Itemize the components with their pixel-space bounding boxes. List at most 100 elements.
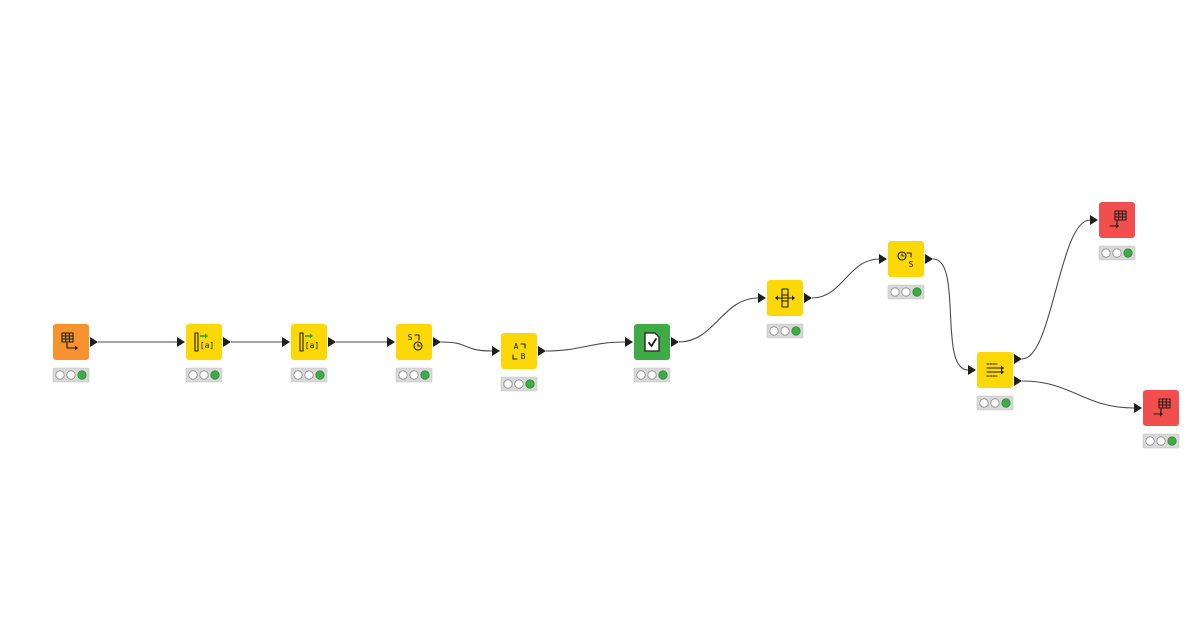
input-port[interactable] <box>387 337 395 347</box>
icon-label: A <box>514 342 519 351</box>
node-n2-manipulator[interactable]: [a] <box>177 324 231 383</box>
datetime-to-string-icon: S <box>897 251 914 269</box>
input-port[interactable] <box>1090 215 1098 225</box>
node-body[interactable] <box>888 241 924 277</box>
status-traffic-light <box>395 367 433 383</box>
output-port[interactable] <box>328 337 336 347</box>
node-body[interactable] <box>977 352 1013 388</box>
status-red-light <box>1101 248 1111 258</box>
status-green-light <box>658 370 668 380</box>
output-port[interactable] <box>804 293 812 303</box>
status-yellow-light <box>1112 248 1122 258</box>
row-splitter-icon <box>986 363 1004 377</box>
input-port[interactable] <box>625 337 633 347</box>
status-green-light <box>912 287 922 297</box>
status-red-light <box>503 379 513 389</box>
status-yellow-light <box>990 398 1000 408</box>
icon-label: S <box>909 260 914 269</box>
status-traffic-light <box>290 367 328 383</box>
status-yellow-light <box>304 370 314 380</box>
status-red-light <box>890 287 900 297</box>
status-red-light <box>769 326 779 336</box>
status-yellow-light <box>1156 436 1166 446</box>
node-n4-manipulator[interactable]: S <box>387 324 441 383</box>
output-port[interactable] <box>90 337 98 347</box>
status-yellow-light <box>901 287 911 297</box>
table-writer-icon <box>1109 210 1127 229</box>
status-traffic-light <box>766 323 804 339</box>
status-green-light <box>420 370 430 380</box>
column-resorter-icon <box>775 288 795 308</box>
status-yellow-light <box>780 326 790 336</box>
node-n6-learner[interactable] <box>625 324 679 383</box>
string-to-datetime-icon: S <box>408 333 423 351</box>
status-green-light <box>791 326 801 336</box>
status-red-light <box>1145 436 1155 446</box>
node-n3-manipulator[interactable]: [a] <box>282 324 336 383</box>
status-red-light <box>188 370 198 380</box>
node-n9-manipulator[interactable] <box>968 352 1022 411</box>
status-yellow-light <box>199 370 209 380</box>
node-n1-source[interactable] <box>52 324 98 383</box>
string-replacer-icon: AB <box>512 342 526 361</box>
output-port[interactable] <box>925 254 933 264</box>
input-port[interactable] <box>282 337 290 347</box>
status-yellow-light <box>514 379 524 389</box>
status-yellow-light <box>66 370 76 380</box>
status-traffic-light <box>976 395 1014 411</box>
status-traffic-light <box>1098 245 1136 261</box>
output-port[interactable] <box>671 337 679 347</box>
node-body[interactable] <box>501 333 537 369</box>
node-n11-sink[interactable] <box>1134 390 1180 449</box>
status-red-light <box>636 370 646 380</box>
status-yellow-light <box>409 370 419 380</box>
column-expression-icon: [a] <box>194 332 214 352</box>
output-port[interactable] <box>1014 376 1022 386</box>
icon-label: [a] <box>200 341 214 350</box>
connection-n5-n6[interactable] <box>545 341 626 352</box>
input-port[interactable] <box>1134 403 1142 413</box>
status-green-light <box>1123 248 1133 258</box>
connection-n6-n7[interactable] <box>678 297 759 343</box>
input-port[interactable] <box>177 337 185 347</box>
icon-label: [a] <box>305 341 319 350</box>
input-port[interactable] <box>879 254 887 264</box>
status-green-light <box>315 370 325 380</box>
output-port[interactable] <box>538 346 546 356</box>
status-traffic-light <box>500 376 538 392</box>
status-red-light <box>293 370 303 380</box>
output-port[interactable] <box>223 337 231 347</box>
connection-n7-n8[interactable] <box>811 258 880 299</box>
nodes-layer: [a] [a] S AB S <box>52 202 1180 449</box>
connection-n4-n5[interactable] <box>440 341 493 352</box>
input-port[interactable] <box>758 293 766 303</box>
status-green-light <box>77 370 87 380</box>
node-n8-manipulator[interactable]: S <box>879 241 933 300</box>
status-traffic-light <box>887 284 925 300</box>
rule-validator-icon <box>644 332 660 352</box>
status-traffic-light <box>633 367 671 383</box>
node-n10-sink[interactable] <box>1090 202 1136 261</box>
table-reader-icon <box>61 332 78 351</box>
output-port[interactable] <box>1014 354 1022 364</box>
node-n7-manipulator[interactable] <box>758 280 812 339</box>
input-port[interactable] <box>968 365 976 375</box>
status-green-light <box>1001 398 1011 408</box>
connection-n9-n11[interactable] <box>1021 380 1135 409</box>
node-body[interactable] <box>396 324 432 360</box>
output-port[interactable] <box>433 337 441 347</box>
column-expression-icon: [a] <box>299 332 319 352</box>
status-traffic-light <box>1142 433 1180 449</box>
status-red-light <box>398 370 408 380</box>
connection-n8-n9[interactable] <box>932 258 969 371</box>
status-yellow-light <box>647 370 657 380</box>
status-green-light <box>1167 436 1177 446</box>
connection-n9-n10[interactable] <box>1021 219 1091 360</box>
icon-label: B <box>521 352 526 361</box>
input-port[interactable] <box>492 346 500 356</box>
node-n5-manipulator[interactable]: AB <box>492 333 546 392</box>
status-traffic-light <box>52 367 90 383</box>
status-red-light <box>979 398 989 408</box>
icon-label: S <box>408 333 413 342</box>
